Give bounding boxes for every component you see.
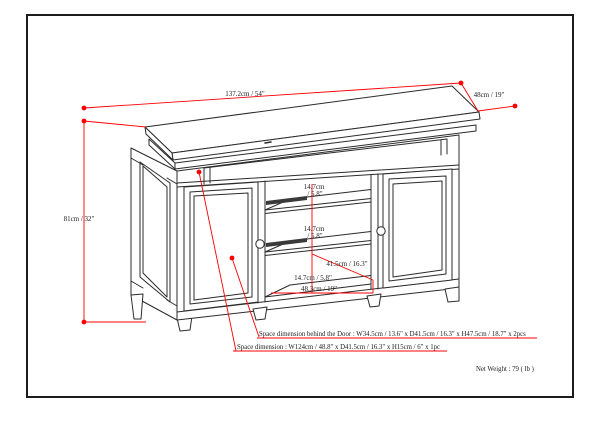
dimension-notes: Space dimension behind the Door : W34.5c…: [237, 331, 534, 373]
overall-space-leader: [198, 171, 237, 352]
dimension-point: [458, 80, 464, 86]
shelf-support-strip: [266, 238, 307, 247]
right-door-knob: [376, 226, 386, 236]
behind-door-note: Space dimension behind the Door : W34.5c…: [259, 331, 526, 338]
compartment-width-label: 48.3cm / 19": [301, 285, 337, 293]
shelf-support-strip: [266, 196, 307, 205]
front-right-leg: [444, 286, 460, 303]
width-leader-line: [460, 82, 479, 112]
center-right-foot: [366, 293, 382, 308]
cord-hole: [264, 141, 272, 144]
dimension-point: [512, 103, 518, 109]
compartment-depth-label: 41.5cm / 16.3": [326, 260, 367, 268]
middle-shelf-compartment: [264, 189, 372, 298]
dimension-points: [81, 80, 518, 325]
top-depth-label: 48cm / 19": [474, 91, 505, 99]
overall-space-note: Space dimension : W124cm / 48.8" x D41.5…: [237, 344, 440, 351]
left-side-panel: [130, 147, 178, 321]
back-left-leg: [130, 293, 144, 320]
left-height-label: 81cm / 32": [64, 215, 95, 223]
dimension-point: [81, 319, 87, 325]
compartment-depth-line: [311, 253, 374, 281]
tabletop: [144, 85, 481, 170]
dimension-point: [196, 169, 202, 175]
shelf-gap-mid-cm-label: 14.7cm: [304, 225, 325, 233]
shelf-gap-top-in-label: / 5.8": [307, 190, 322, 198]
shelf-gap-mid-in-label: / 5.8": [307, 232, 322, 240]
right-door: [376, 168, 453, 289]
dimension-lines: [83, 82, 537, 352]
dimension-labels: 137.2cm / 54" 48cm / 19" 81cm / 32" 14.7…: [64, 90, 505, 293]
depth-leader-line: [477, 105, 516, 112]
dimension-point: [81, 118, 87, 124]
behind-door-leader: [231, 257, 260, 338]
top-width-label: 137.2cm / 54": [225, 90, 265, 98]
center-left-foot: [252, 306, 268, 321]
dimension-point: [81, 105, 87, 111]
compartment-height-label: 14.7cm / 5.8": [294, 274, 332, 282]
dimension-point: [229, 255, 235, 261]
net-weight-note: Net Weight : 79 ( lb ): [476, 366, 534, 373]
shelf-gap-top-cm-label: 14.7cm: [304, 183, 325, 191]
width-dimension-line: [83, 82, 462, 109]
height-top-leader: [83, 120, 147, 128]
drawing-border: [26, 14, 574, 398]
left-door-knob: [255, 239, 265, 249]
tv-stand-drawing: [130, 85, 481, 332]
